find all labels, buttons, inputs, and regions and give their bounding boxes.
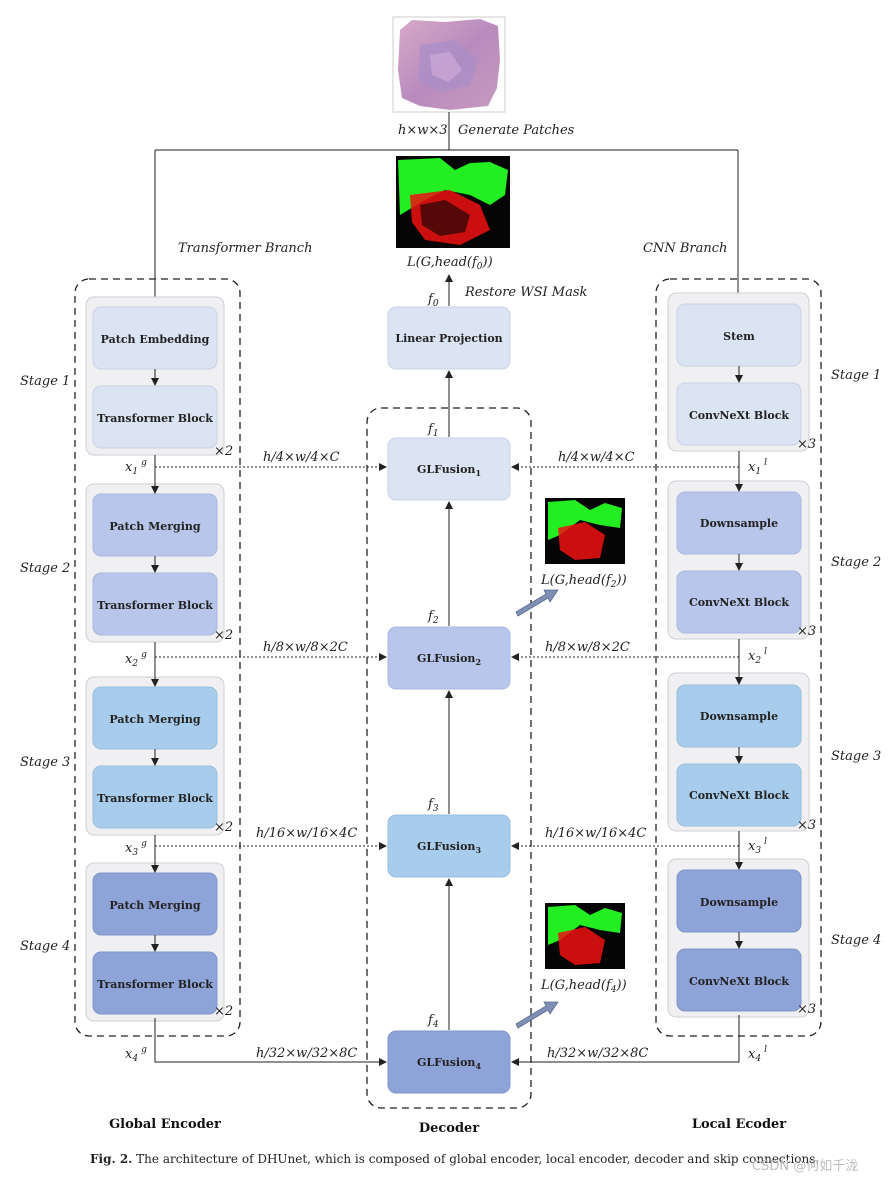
glfusion-3-block (387, 814, 511, 878)
local-encoder-title: Local Ecoder (692, 1117, 786, 1132)
final-loss-label: L(G,head(f0)) (406, 255, 493, 272)
x3l-label: x3l (748, 837, 767, 856)
dim-right-3: h/16×w/16×4C (545, 826, 646, 841)
right-stage-2-label: Stage 2 (831, 555, 881, 570)
convnext-block-3-label: ConvNeXt Block (689, 789, 789, 802)
f4-label: f4 (427, 1013, 439, 1030)
right-stage-1: Stem ConvNeXt Block (667, 292, 810, 452)
dim-right-2: h/8×w/8×2C (545, 640, 630, 655)
figure-caption: Fig. 2. The architecture of DHUnet, whic… (90, 1152, 819, 1166)
left-stage-4-label: Stage 4 (20, 939, 70, 954)
patch-merging-3-label: Patch Merging (109, 713, 201, 726)
convnext-block-1-label: ConvNeXt Block (689, 409, 789, 422)
right-repeat-4: ×3 (797, 1002, 816, 1017)
dim-right-4: h/32×w/32×8C (547, 1046, 648, 1061)
glfusion-3-label: GLFusion3 (417, 840, 481, 855)
f0-label: f0 (427, 292, 439, 309)
global-encoder-container (74, 278, 241, 1037)
right-stage-3-label: Stage 3 (831, 749, 881, 764)
wsi-input-image (392, 16, 506, 113)
linear-projection-label: Linear Projection (395, 332, 502, 345)
aux-mask-image-4 (545, 903, 625, 969)
dim-right-1: h/4×w/4×C (558, 450, 635, 465)
generate-patches-label: Generate Patches (458, 123, 575, 138)
dim-left-3: h/16×w/16×4C (256, 826, 357, 841)
dim-left-1: h/4×w/4×C (263, 450, 340, 465)
aux-loss-2-label: L(G,head(f2)) (540, 573, 627, 590)
left-stage-2-label: Stage 2 (20, 561, 70, 576)
glfusion-2-block (387, 626, 511, 690)
restore-mask-label: Restore WSI Mask (464, 285, 588, 300)
downsample-3-label: Downsample (700, 710, 778, 723)
aux-mask-image-2 (545, 498, 625, 564)
x1g-label: x1g (125, 458, 147, 477)
left-stage-1: Patch Embedding Transformer Block (85, 296, 225, 456)
right-repeat-1: ×3 (797, 437, 816, 452)
right-stage-4: Downsample ConvNeXt Block (667, 858, 810, 1018)
right-stage-1-label: Stage 1 (831, 368, 881, 383)
transformer-branch-label: Transformer Branch (178, 241, 312, 256)
transformer-block-1-label: Transformer Block (97, 412, 213, 425)
right-stage-3: Downsample ConvNeXt Block (667, 672, 810, 832)
x2l-label: x2l (748, 647, 767, 666)
x3g-label: x3g (125, 839, 147, 858)
glfusion-4-block (387, 1030, 511, 1094)
left-repeat-4: ×2 (214, 1004, 233, 1019)
global-encoder-title: Global Encoder (109, 1117, 221, 1132)
glfusion-2-label: GLFusion2 (417, 652, 481, 667)
glfusion-4-label: GLFusion4 (417, 1056, 481, 1071)
x2g-label: x2g (125, 650, 147, 669)
right-stage-4-label: Stage 4 (831, 933, 881, 948)
input-dims-label: h×w×3 (398, 123, 448, 138)
skip-left-4 (154, 1018, 387, 1066)
linear-projection-block (387, 306, 511, 370)
glfusion-1-label: GLFusion1 (417, 463, 481, 478)
left-repeat-3: ×2 (214, 820, 233, 835)
caption-text: The architecture of DHUnet, which is com… (132, 1152, 820, 1166)
downsample-2-label: Downsample (700, 517, 778, 530)
right-repeat-2: ×3 (797, 624, 816, 639)
f3-label: f3 (427, 797, 439, 814)
output-mask-image (396, 156, 510, 248)
left-stage-1-label: Stage 1 (20, 374, 70, 389)
left-stage-3: Patch Merging Transformer Block (85, 676, 225, 836)
cnn-branch-label: CNN Branch (643, 241, 727, 256)
skip-right-4 (511, 1015, 740, 1066)
transformer-block-4-label: Transformer Block (97, 978, 213, 991)
convnext-block-2-label: ConvNeXt Block (689, 596, 789, 609)
decoder-title: Decoder (419, 1121, 479, 1136)
right-stage-2: Downsample ConvNeXt Block (667, 480, 810, 640)
left-stage-2: Patch Merging Transformer Block (85, 483, 225, 643)
aux-arrow-4 (515, 1001, 559, 1029)
decoder-container (366, 407, 532, 1109)
patch-merging-4-label: Patch Merging (109, 899, 201, 912)
transformer-block-2-label: Transformer Block (97, 599, 213, 612)
f2-label: f2 (427, 609, 439, 626)
x1l-label: x1l (748, 458, 767, 477)
patch-embedding-label: Patch Embedding (101, 333, 210, 346)
x4g-label: x4g (125, 1045, 147, 1064)
left-stage-3-label: Stage 3 (20, 755, 70, 770)
left-repeat-2: ×2 (214, 628, 233, 643)
caption-label: Fig. 2. (90, 1152, 133, 1166)
x4l-label: x4l (748, 1045, 767, 1064)
stem-label: Stem (723, 330, 755, 343)
f1-label: f1 (427, 422, 439, 439)
left-repeat-1: ×2 (214, 444, 233, 459)
patch-merging-2-label: Patch Merging (109, 520, 201, 533)
aux-arrow-2 (515, 589, 559, 617)
transformer-block-3-label: Transformer Block (97, 792, 213, 805)
aux-loss-4-label: L(G,head(f4)) (540, 978, 627, 995)
right-repeat-3: ×3 (797, 818, 816, 833)
watermark: CSDN @何如千泷 (752, 1159, 859, 1174)
downsample-4-label: Downsample (700, 896, 778, 909)
glfusion-1-block (387, 437, 511, 501)
left-stage-4: Patch Merging Transformer Block (85, 862, 225, 1022)
convnext-block-4-label: ConvNeXt Block (689, 975, 789, 988)
dim-left-2: h/8×w/8×2C (263, 640, 348, 655)
dim-left-4: h/32×w/32×8C (256, 1046, 357, 1061)
